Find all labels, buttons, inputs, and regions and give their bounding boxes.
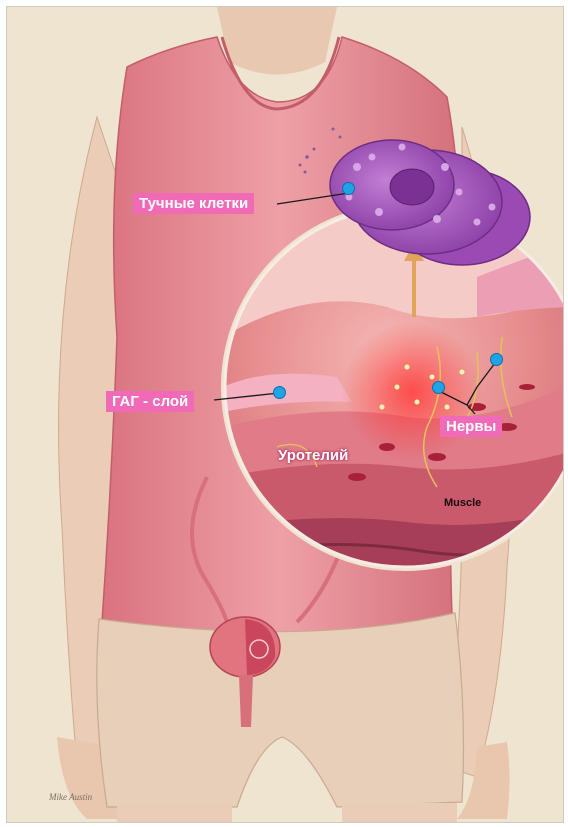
gag-layer-label: ГАГ - слой	[106, 391, 194, 412]
illustration-frame: Тучные клетки ГАГ - слой Нервы Уротелий …	[6, 6, 564, 823]
nerves-label: Нервы	[440, 416, 502, 437]
mast-cells-marker	[342, 182, 355, 195]
mast-cells-label: Тучные клетки	[133, 193, 254, 214]
urothelium-label: Уротелий	[278, 447, 348, 464]
nerves-marker-1	[432, 381, 445, 394]
neck	[217, 7, 337, 75]
anatomy-illustration	[7, 7, 563, 822]
urethra	[239, 675, 253, 727]
left-leg	[117, 803, 232, 822]
muscle-label: Muscle	[444, 497, 481, 509]
gag-layer-marker	[273, 386, 286, 399]
nerves-marker-2	[490, 353, 503, 366]
right-leg	[342, 803, 457, 822]
artist-signature: Mike Austin	[49, 792, 92, 802]
